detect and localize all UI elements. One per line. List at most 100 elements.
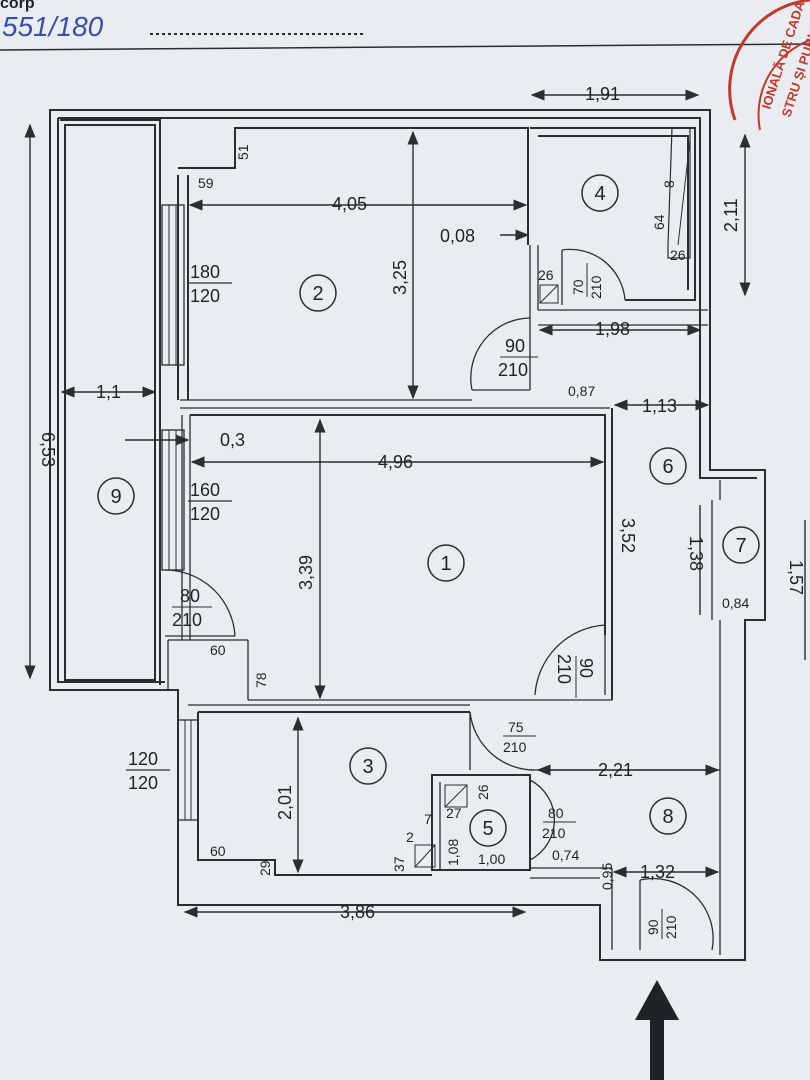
door-swings	[164, 248, 714, 951]
dim-0-74: 0,74	[552, 847, 579, 863]
detail-marks	[414, 127, 691, 868]
dim-3-25: 3,25	[390, 260, 410, 295]
door-2-height: 210	[498, 360, 528, 380]
header-partial-text: corp	[0, 0, 35, 12]
dim-0-95: 0,95	[599, 863, 615, 890]
num-37: 37	[391, 856, 407, 872]
window-1-width: 180	[190, 262, 220, 282]
room-5: 5	[469, 809, 507, 847]
outer-walls	[49, 109, 766, 961]
num-26-c: 26	[475, 784, 491, 800]
dim-2-11: 2,11	[721, 198, 741, 232]
door-3-width: 80	[180, 586, 200, 606]
room-7-number: 7	[735, 535, 746, 557]
dim-2-01: 2,01	[275, 785, 295, 820]
room-1-number: 1	[440, 553, 451, 575]
door-6-label: 80 210	[542, 805, 576, 841]
window-2-height: 120	[190, 504, 220, 524]
dimension-lines	[24, 89, 806, 918]
door-7-height: 210	[663, 915, 679, 939]
room-3: 3	[349, 747, 387, 785]
num-51: 51	[235, 144, 251, 160]
door-1-width: 70	[570, 279, 586, 295]
door-labels: 70 210 90 210 80 210 90 210 75 210 80 21…	[172, 263, 679, 939]
room-markers: 1 2 3 4 5 6 7 8	[97, 174, 760, 847]
dim-4-05: 4,05	[332, 194, 367, 214]
dim-3-39: 3,39	[296, 555, 316, 590]
num-60-b: 60	[210, 843, 226, 859]
num-8: 8	[661, 180, 677, 188]
room-4-number: 4	[594, 183, 605, 205]
room-7: 7	[722, 526, 760, 564]
header-rule	[0, 43, 810, 51]
door-6-width: 80	[548, 805, 564, 821]
window-3	[177, 719, 199, 821]
room-9-number: 9	[110, 486, 121, 508]
room-1: 1	[427, 544, 465, 582]
window-3-width: 120	[128, 749, 158, 769]
window-3-height: 120	[128, 773, 158, 793]
dim-1-08: 1,08	[445, 839, 461, 866]
dim-1-98: 1,98	[595, 319, 630, 339]
door-3-label: 80 210	[172, 586, 212, 630]
door-5-height: 210	[503, 739, 527, 755]
door-5-width: 75	[508, 719, 524, 735]
num-27: 27	[446, 805, 462, 821]
room-9: 9	[97, 477, 135, 515]
room-2-number: 2	[312, 283, 323, 305]
door-2-label: 90 210	[498, 336, 538, 380]
door-4-width: 90	[576, 658, 596, 678]
door-4-height: 210	[554, 654, 574, 684]
dim-2-21: 2,21	[598, 760, 633, 780]
num-60-a: 60	[210, 642, 226, 658]
dim-3-86: 3,86	[340, 902, 375, 922]
num-64: 64	[651, 214, 667, 230]
window-1	[161, 204, 185, 366]
window-1-height: 120	[190, 286, 220, 306]
door-1-height: 210	[588, 275, 604, 299]
dim-0-3: 0,3	[220, 430, 245, 450]
dim-1-13: 1,13	[642, 396, 677, 416]
door-4-label: 90 210	[554, 654, 596, 698]
door-6-height: 210	[542, 825, 566, 841]
dim-1-00: 1,00	[478, 851, 505, 867]
num-78: 78	[253, 672, 269, 688]
window-2-width: 160	[190, 480, 220, 500]
dim-0-84: 0,84	[722, 595, 749, 611]
door-7-label: 90 210	[645, 909, 679, 939]
room-4: 4	[581, 174, 619, 212]
dim-1-38: 1,38	[686, 536, 706, 571]
dim-0-87: 0,87	[568, 383, 595, 399]
entrance-arrow-icon	[635, 980, 679, 1080]
dim-1-1: 1,1	[96, 382, 121, 402]
num-2: 2	[406, 829, 414, 845]
dim-1-32: 1,32	[640, 862, 675, 882]
room-8: 8	[649, 797, 687, 835]
num-29: 29	[257, 860, 273, 876]
room-8-number: 8	[662, 806, 673, 828]
dim-0-08: 0,08	[440, 226, 475, 246]
num-26-b: 26	[538, 267, 554, 283]
num-26-a: 26	[670, 247, 686, 263]
door-5-label: 75 210	[503, 719, 536, 755]
room-5-number: 5	[482, 818, 493, 840]
room-2: 2	[299, 274, 337, 312]
room-6: 6	[649, 447, 687, 485]
num-7: 7	[424, 811, 432, 827]
room-3-number: 3	[362, 756, 373, 778]
dim-3-52: 3,52	[618, 518, 638, 553]
window-labels: 180 120 160 120 120 120	[126, 262, 232, 793]
handwritten-number: 551/180	[2, 11, 104, 42]
num-59: 59	[198, 175, 214, 191]
door-2-width: 90	[505, 336, 525, 356]
dim-1-91: 1,91	[585, 84, 620, 104]
door-1-label: 70 210	[570, 263, 604, 299]
dimension-labels: 1,91 6,53 2,11 4,05 3,25 0,08 1,98 0,87 …	[38, 84, 806, 922]
dim-6-53: 6,53	[38, 432, 58, 467]
door-7-width: 90	[645, 919, 661, 935]
door-3-height: 210	[172, 610, 202, 630]
room-6-number: 6	[662, 456, 673, 478]
dim-1-57: 1,57	[786, 560, 806, 595]
